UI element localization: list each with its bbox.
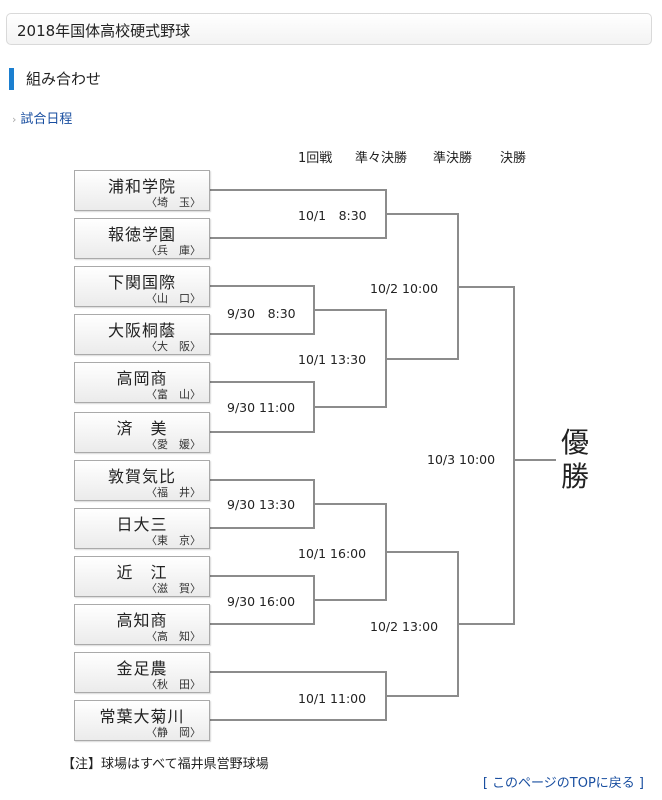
team-box: 高知商 〈高 知〉 bbox=[74, 604, 210, 645]
back-to-top-link[interactable]: [ このページのTOPに戻る ] bbox=[482, 776, 644, 791]
team-name: 常葉大菊川 bbox=[99, 707, 185, 726]
team-prefecture: 〈兵 庫〉 bbox=[146, 244, 201, 257]
match-time-qf-2: 10/1 13:30 bbox=[298, 352, 367, 367]
team-prefecture: 〈富 山〉 bbox=[146, 388, 201, 401]
team-box: 報徳学園 〈兵 庫〉 bbox=[74, 218, 210, 259]
team-name: 金足農 bbox=[116, 659, 168, 678]
team-prefecture: 〈福 井〉 bbox=[146, 486, 201, 499]
team-prefecture: 〈静 岡〉 bbox=[146, 726, 201, 739]
match-time-r1-4: 9/30 16:00 bbox=[227, 594, 296, 609]
match-time-qf-4: 10/1 11:00 bbox=[298, 691, 367, 706]
team-box: 日大三 〈東 京〉 bbox=[74, 508, 210, 549]
team-name: 近 江 bbox=[116, 563, 168, 582]
match-time-sf-2: 10/2 13:00 bbox=[370, 619, 439, 634]
page-title-box: 2018年国体高校硬式野球 bbox=[6, 13, 652, 45]
section-accent-bar bbox=[9, 68, 14, 90]
team-box: 常葉大菊川 〈静 岡〉 bbox=[74, 700, 210, 741]
team-name: 高知商 bbox=[116, 611, 168, 630]
team-box: 近 江 〈滋 賀〉 bbox=[74, 556, 210, 597]
team-prefecture: 〈滋 賀〉 bbox=[146, 582, 201, 595]
round-header-3: 準決勝 bbox=[433, 151, 473, 166]
team-box: 高岡商 〈富 山〉 bbox=[74, 362, 210, 403]
team-prefecture: 〈山 口〉 bbox=[146, 292, 201, 305]
team-name: 報徳学園 bbox=[107, 225, 176, 244]
winner-label: 優勝 bbox=[560, 426, 589, 493]
team-prefecture: 〈埼 玉〉 bbox=[146, 196, 201, 209]
team-name: 高岡商 bbox=[116, 369, 168, 388]
team-box: 下関国際 〈山 口〉 bbox=[74, 266, 210, 307]
team-prefecture: 〈東 京〉 bbox=[146, 534, 201, 547]
round-header-1: 1回戦 bbox=[298, 151, 333, 166]
page-title: 2018年国体高校硬式野球 bbox=[17, 22, 191, 40]
team-box: 金足農 〈秋 田〉 bbox=[74, 652, 210, 693]
team-prefecture: 〈愛 媛〉 bbox=[146, 438, 201, 451]
chevron-right-icon: › bbox=[12, 113, 17, 126]
match-time-r1-2: 9/30 11:00 bbox=[227, 400, 296, 415]
team-box: 敦賀気比 〈福 井〉 bbox=[74, 460, 210, 501]
match-time-qf-3: 10/1 16:00 bbox=[298, 546, 367, 561]
team-name: 大阪桐蔭 bbox=[107, 321, 176, 340]
team-name: 敦賀気比 bbox=[107, 467, 176, 486]
match-time-r1-1: 9/30 8:30 bbox=[227, 306, 296, 321]
section-title: 組み合わせ bbox=[26, 70, 102, 88]
match-time-sf-1: 10/2 10:00 bbox=[370, 281, 439, 296]
match-time-qf-1: 10/1 8:30 bbox=[298, 208, 367, 223]
round-header-2: 準々決勝 bbox=[355, 151, 408, 166]
venue-note: 【注】球場はすべて福井県営野球場 bbox=[62, 757, 269, 772]
team-prefecture: 〈秋 田〉 bbox=[146, 678, 201, 691]
team-name: 下関国際 bbox=[107, 273, 176, 292]
team-prefecture: 〈高 知〉 bbox=[146, 630, 201, 643]
team-name: 日大三 bbox=[116, 515, 168, 534]
match-time-r1-3: 9/30 13:30 bbox=[227, 497, 296, 512]
round-header-4: 決勝 bbox=[500, 151, 527, 166]
team-box: 大阪桐蔭 〈大 阪〉 bbox=[74, 314, 210, 355]
team-name: 済 美 bbox=[116, 419, 168, 438]
team-box: 済 美 〈愛 媛〉 bbox=[74, 412, 210, 453]
team-name: 浦和学院 bbox=[107, 177, 176, 196]
schedule-link-row[interactable]: ›試合日程 bbox=[12, 108, 72, 127]
schedule-link[interactable]: 試合日程 bbox=[20, 112, 73, 127]
team-prefecture: 〈大 阪〉 bbox=[146, 340, 201, 353]
match-time-final: 10/3 10:00 bbox=[427, 452, 496, 467]
team-box: 浦和学院 〈埼 玉〉 bbox=[74, 170, 210, 211]
